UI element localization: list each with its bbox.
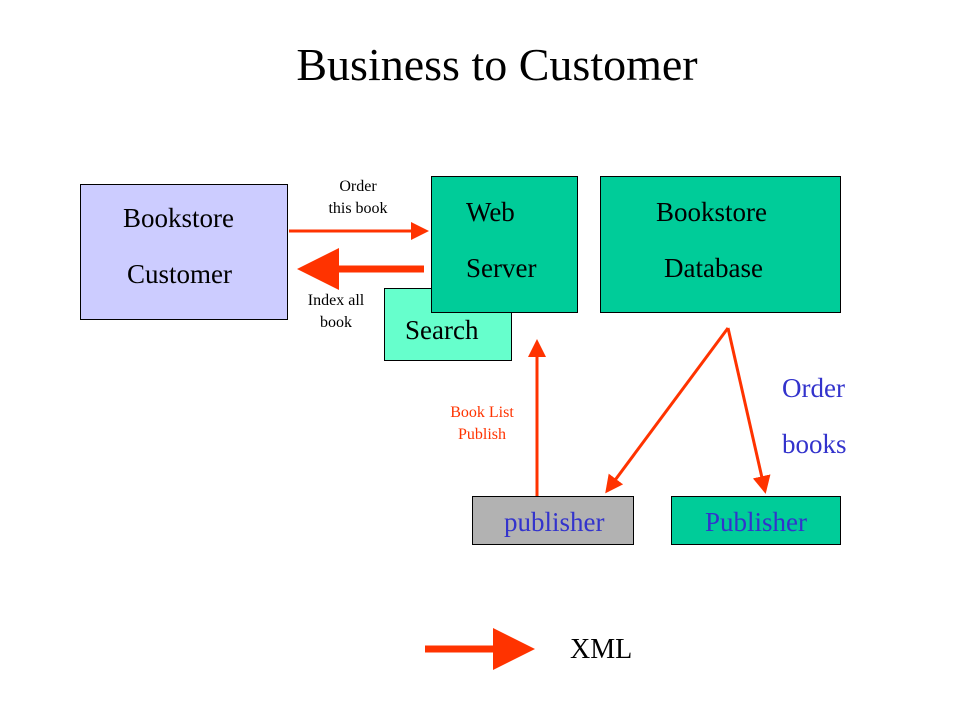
order-books-label: Order books — [782, 360, 847, 472]
customer-label-line1: Bookstore — [123, 203, 234, 233]
index-all-book-line1: Index all — [307, 292, 365, 309]
book-list-publish-label: Book List Publish — [430, 402, 534, 446]
database-label-line1: Bookstore — [656, 197, 767, 227]
publisher-right-label: Publisher — [705, 507, 808, 537]
order-books-arrow-left — [605, 327, 730, 494]
publisher-left-box: publisher — [472, 496, 634, 545]
order-this-book-label: Order this book — [312, 176, 404, 220]
index-all-book-line2: book — [320, 314, 352, 331]
web-server-label-line1: Web — [466, 197, 515, 227]
bookstore-customer-box: Bookstore Customer — [80, 184, 288, 320]
diagram-title: Business to Customer — [296, 39, 698, 90]
order-this-book-line1: Order — [339, 178, 377, 195]
search-label: Search — [405, 315, 479, 345]
bookstore-database-box: Bookstore Database — [600, 176, 841, 313]
index-all-book-label: Index all book — [292, 290, 380, 334]
order-books-line2: books — [782, 429, 847, 459]
order-books-line1: Order — [782, 373, 845, 403]
web-server-label-line2: Server — [466, 253, 537, 283]
book-list-publish-line1: Book List — [450, 404, 514, 421]
book-list-publish-line2: Publish — [457, 426, 506, 443]
publisher-left-label: publisher — [504, 507, 605, 537]
customer-label-line2: Customer — [127, 259, 232, 289]
legend-label: XML — [570, 634, 633, 665]
publisher-right-box: Publisher — [671, 496, 841, 545]
database-label-line2: Database — [664, 253, 763, 283]
order-this-book-line2: this book — [328, 200, 388, 217]
web-server-box: Web Server — [431, 176, 578, 313]
order-books-arrow-right — [726, 327, 771, 494]
